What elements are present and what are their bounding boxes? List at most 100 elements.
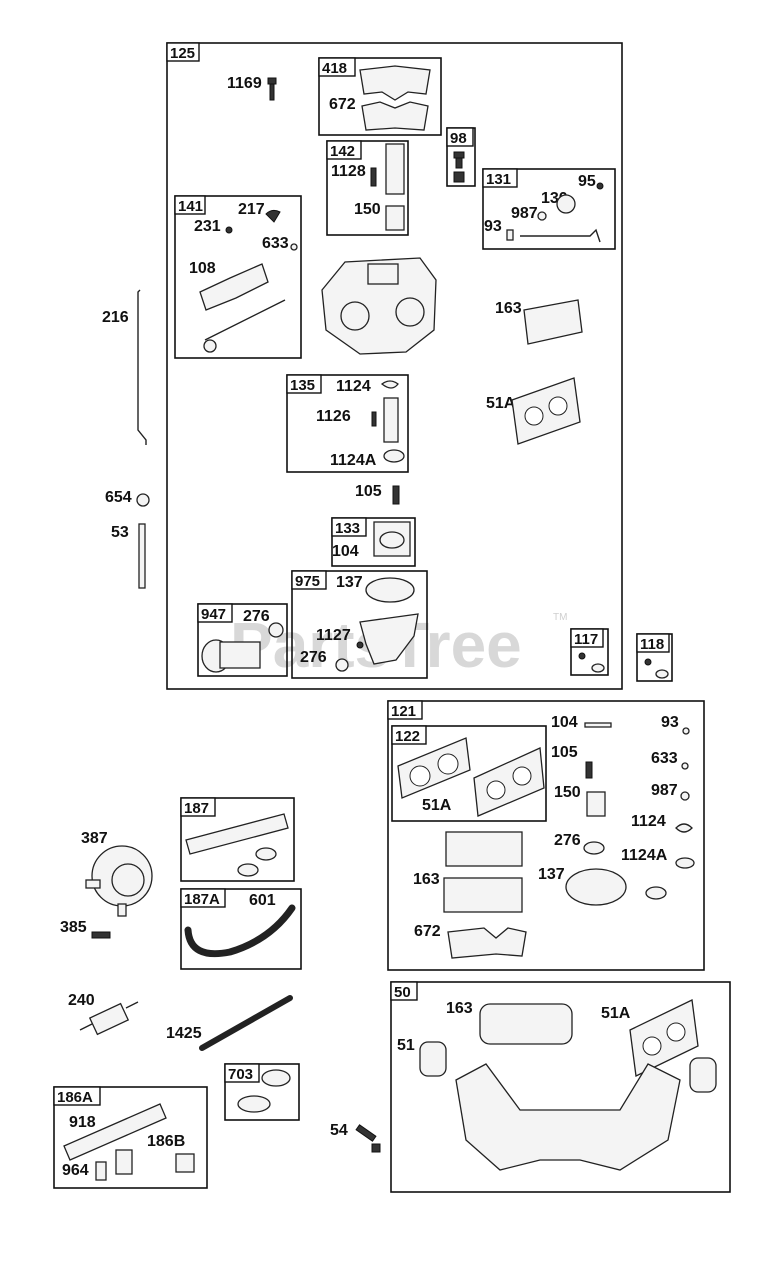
kit-box-133[interactable] [331,517,416,567]
part-label-1124[interactable]: 1124 [336,378,371,395]
part-label-987-top[interactable]: 987 [511,205,538,222]
gasket-icon [419,1041,447,1077]
part-label-654[interactable]: 654 [105,489,132,506]
part-label-231[interactable]: 231 [194,218,221,235]
part-label-54[interactable]: 54 [330,1122,348,1139]
part-label-217[interactable]: 217 [238,201,265,218]
part-label-987-box121[interactable]: 987 [651,782,678,799]
part-label-1124a[interactable]: 1124A [330,452,377,469]
part-label-1126[interactable]: 1126 [316,408,351,425]
part-label-633-top[interactable]: 633 [262,235,289,252]
kit-label-125: 125 [170,45,195,62]
o-ring-icon [565,868,627,906]
kit-label-118: 118 [640,636,664,653]
clamp-icon [237,1069,291,1113]
kit-box-975[interactable] [291,570,428,679]
part-label-216[interactable]: 216 [102,309,129,326]
washer-icon [682,727,690,735]
part-label-1128[interactable]: 1128 [331,163,366,180]
part-label-51a-box122[interactable]: 51A [422,797,452,814]
plate-icon [586,791,606,817]
part-label-93-box121[interactable]: 93 [661,714,679,731]
seal-icon [675,857,695,869]
gasket-icon [447,927,527,959]
part-label-150-box121[interactable]: 150 [554,784,581,801]
part-label-276-box121[interactable]: 276 [554,832,581,849]
fuel-filter-icon [79,1001,139,1036]
part-label-1127[interactable]: 1127 [316,627,351,644]
part-label-51[interactable]: 51 [397,1037,415,1054]
kit-label-187a: 187A [184,891,220,908]
needle-icon [585,761,593,779]
part-label-918[interactable]: 918 [69,1114,96,1131]
kit-tag-418 [318,57,356,77]
part-label-186b[interactable]: 186B [147,1133,185,1150]
part-label-672-box121[interactable]: 672 [414,923,441,940]
part-label-385[interactable]: 385 [60,919,87,936]
gasket-icon [689,1057,717,1093]
screw-icon [267,77,277,101]
kit-box-141[interactable] [174,195,302,359]
kit-label-142: 142 [330,143,355,160]
kit-box-187[interactable] [180,797,295,882]
kit-box-186a[interactable] [53,1086,208,1189]
kit-box-135[interactable] [286,374,409,473]
part-label-108[interactable]: 108 [189,260,216,277]
part-label-137-top[interactable]: 137 [336,574,363,591]
fuel-line-icon [185,813,289,877]
part-label-105-top[interactable]: 105 [355,483,382,500]
part-label-601[interactable]: 601 [249,892,276,909]
part-label-104-top[interactable]: 104 [332,543,359,560]
part-label-51a-box50[interactable]: 51A [601,1005,631,1022]
kit-box-418[interactable] [318,57,442,136]
kit-label-131: 131 [486,171,511,188]
part-label-1124a-box121[interactable]: 1124A [621,847,668,864]
kit-label-703: 703 [228,1066,253,1083]
kit-box-125[interactable] [166,42,623,690]
bolt-icon [355,1124,381,1153]
part-label-672-top[interactable]: 672 [329,96,356,113]
kit-box-142[interactable] [326,140,409,236]
nut-icon [136,493,150,507]
part-label-105-box121[interactable]: 105 [551,744,578,761]
gasket-icon [397,737,545,817]
kit-box-187a[interactable] [180,888,302,970]
part-label-1124-box121[interactable]: 1124 [631,813,666,830]
kit-box-703[interactable] [224,1063,300,1121]
part-label-276-box947[interactable]: 276 [243,608,270,625]
part-label-276-bottom[interactable]: 276 [300,649,327,666]
kit-label-141: 141 [178,198,203,215]
kit-label-975: 975 [295,573,320,590]
part-label-1425[interactable]: 1425 [166,1025,202,1042]
part-label-240[interactable]: 240 [68,992,95,1009]
part-label-163-box121[interactable]: 163 [413,871,440,888]
kit-box-50[interactable] [390,981,731,1193]
part-label-163-box50[interactable]: 163 [446,1000,473,1017]
part-label-51a-top[interactable]: 51A [486,395,516,412]
part-label-93-top[interactable]: 93 [484,218,502,235]
kit-tag-133 [331,517,367,537]
part-label-387[interactable]: 387 [81,830,108,847]
washer-icon [644,658,669,679]
kit-label-121: 121 [391,703,416,720]
part-label-137-box121[interactable]: 137 [538,866,565,883]
throttle-shaft-icon [506,182,604,243]
part-label-964[interactable]: 964 [62,1162,89,1179]
part-label-53[interactable]: 53 [111,524,129,541]
washer-icon [681,762,689,770]
part-label-104-box121[interactable]: 104 [551,714,578,731]
part-label-633-box121[interactable]: 633 [651,750,678,767]
part-label-95[interactable]: 95 [578,173,596,190]
kit-label-117: 117 [574,631,598,648]
washer-icon [680,791,690,801]
part-label-1169[interactable]: 1169 [227,75,262,92]
kit-box-131[interactable] [482,168,616,250]
kit-box-122[interactable] [391,725,547,822]
part-label-150-top[interactable]: 150 [354,201,381,218]
kit-label-135: 135 [290,377,315,394]
kit-box-121[interactable] [387,700,705,971]
exhaust-manifold-icon [455,1063,681,1171]
kit-box-947[interactable] [197,603,288,677]
part-label-163-top[interactable]: 163 [495,300,522,317]
